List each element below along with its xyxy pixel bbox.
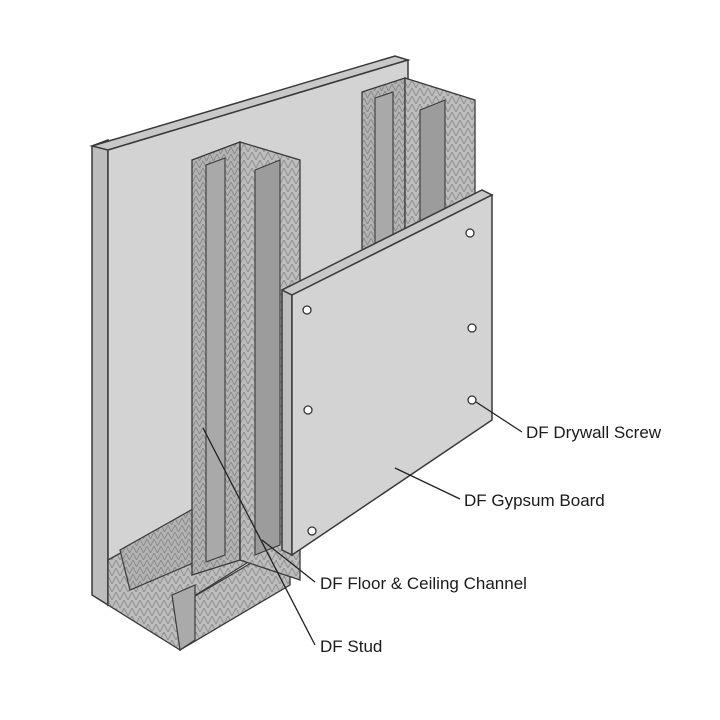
screw-head bbox=[467, 395, 477, 405]
left-stud bbox=[191, 141, 301, 581]
right-stud bbox=[361, 77, 476, 261]
front-gypsum-board bbox=[280, 189, 494, 557]
leader-gypsum-board bbox=[394, 467, 461, 500]
label-gypsum-board: DF Gypsum Board bbox=[464, 491, 605, 510]
screw-head bbox=[302, 305, 312, 315]
label-stud: DF Stud bbox=[320, 637, 382, 656]
leader-lines bbox=[202, 401, 523, 646]
screw-head bbox=[303, 405, 313, 415]
screw-head bbox=[467, 323, 477, 333]
label-floor-ceiling-channel: DF Floor & Ceiling Channel bbox=[320, 574, 527, 593]
leader-stud bbox=[202, 427, 316, 646]
drywall-screws bbox=[302, 228, 477, 536]
leader-floor-channel bbox=[261, 539, 316, 583]
screw-head bbox=[465, 228, 475, 238]
screw-head bbox=[307, 526, 317, 536]
leader-drywall-screw bbox=[475, 401, 523, 433]
label-drywall-screw: DF Drywall Screw bbox=[526, 423, 662, 442]
